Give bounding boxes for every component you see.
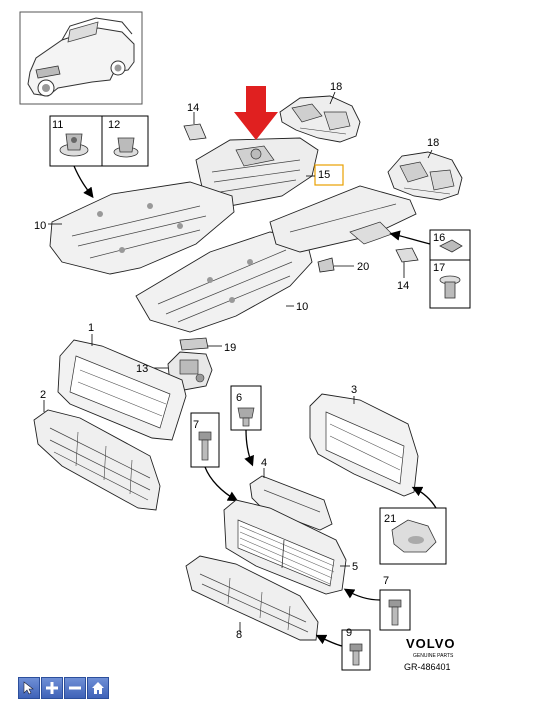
cursor-icon	[23, 681, 34, 695]
callout-3: 3	[351, 384, 357, 396]
callout-2: 2	[40, 389, 46, 401]
diagram-reference: GR-486401	[404, 662, 451, 672]
highlight-arrow	[234, 86, 278, 140]
zoom-out-button[interactable]	[64, 677, 86, 699]
part-19-bracket[interactable]	[179, 337, 209, 351]
part-10-upper-underbody-panel[interactable]	[49, 181, 235, 275]
part-10-lower-underbody-panel[interactable]	[135, 231, 313, 333]
callout-4: 4	[261, 457, 267, 469]
part-12-box[interactable]	[101, 115, 149, 167]
select-tool-button[interactable]	[18, 677, 40, 699]
callout-19: 19	[224, 342, 236, 354]
callout-12: 12	[108, 119, 120, 131]
callout-17: 17	[433, 262, 445, 274]
part-18-lower[interactable]	[387, 151, 463, 201]
callout-1: 1	[88, 322, 94, 334]
part-7-bolt-box-right[interactable]	[379, 589, 411, 631]
part-20-clip[interactable]	[317, 257, 335, 273]
callout-20: 20	[357, 261, 369, 273]
callout-14-right: 14	[397, 280, 409, 292]
callout-9: 9	[346, 627, 352, 639]
callout-labels: 1 2 3 4 5 6 7 7 8 9 10 10 11 12 13 14 14…	[34, 81, 445, 641]
part-17-box[interactable]	[429, 259, 471, 309]
callout-11: 11	[52, 119, 63, 131]
part-9-bolt-box[interactable]	[341, 629, 371, 671]
callout-21: 21	[384, 513, 396, 525]
callout-15: 15	[318, 169, 330, 181]
callout-6: 6	[236, 392, 242, 404]
plus-icon	[46, 682, 58, 694]
vehicle-thumbnail	[19, 11, 143, 105]
part-7-bolt-box-left[interactable]	[190, 412, 220, 468]
part-3-air-guide-right[interactable]	[309, 393, 419, 497]
volvo-logo-text: VOLVO	[406, 636, 456, 651]
callout-7-right: 7	[383, 575, 389, 587]
callout-13: 13	[136, 363, 148, 375]
part-15-highlight	[314, 164, 344, 186]
callout-10-center: 10	[296, 301, 308, 313]
callout-5: 5	[352, 561, 358, 573]
part-16-box[interactable]	[429, 229, 471, 261]
home-button[interactable]	[87, 677, 109, 699]
home-icon	[92, 682, 104, 694]
part-14-clip-top[interactable]	[183, 123, 207, 141]
part-8-lower-grille[interactable]	[185, 555, 319, 641]
part-4-deflector[interactable]	[249, 475, 333, 531]
callout-18-top: 18	[330, 81, 342, 93]
part-side-rail-right	[269, 185, 417, 253]
zoom-in-button[interactable]	[41, 677, 63, 699]
callout-8: 8	[236, 629, 242, 641]
part-2-grille-lower-left[interactable]	[33, 409, 161, 511]
callout-14-top: 14	[187, 102, 199, 114]
part-21-box[interactable]	[379, 507, 447, 565]
part-18-upper[interactable]	[279, 95, 361, 143]
viewer-toolbar	[18, 677, 109, 699]
part-14-clip-right[interactable]	[395, 247, 419, 263]
minus-icon	[69, 686, 81, 690]
callout-16: 16	[433, 232, 445, 244]
part-11-box[interactable]	[49, 115, 103, 167]
volvo-brand-block: VOLVO GENUINE PARTS GR-486401	[404, 636, 456, 672]
part-1-air-guide-frame[interactable]	[57, 339, 187, 441]
callout-7-left: 7	[193, 419, 199, 431]
callout-18-right: 18	[427, 137, 439, 149]
callout-10-left: 10	[34, 220, 46, 232]
part-5-active-shutter-grille[interactable]	[223, 499, 347, 595]
genuine-parts-text: GENUINE PARTS	[413, 653, 454, 659]
